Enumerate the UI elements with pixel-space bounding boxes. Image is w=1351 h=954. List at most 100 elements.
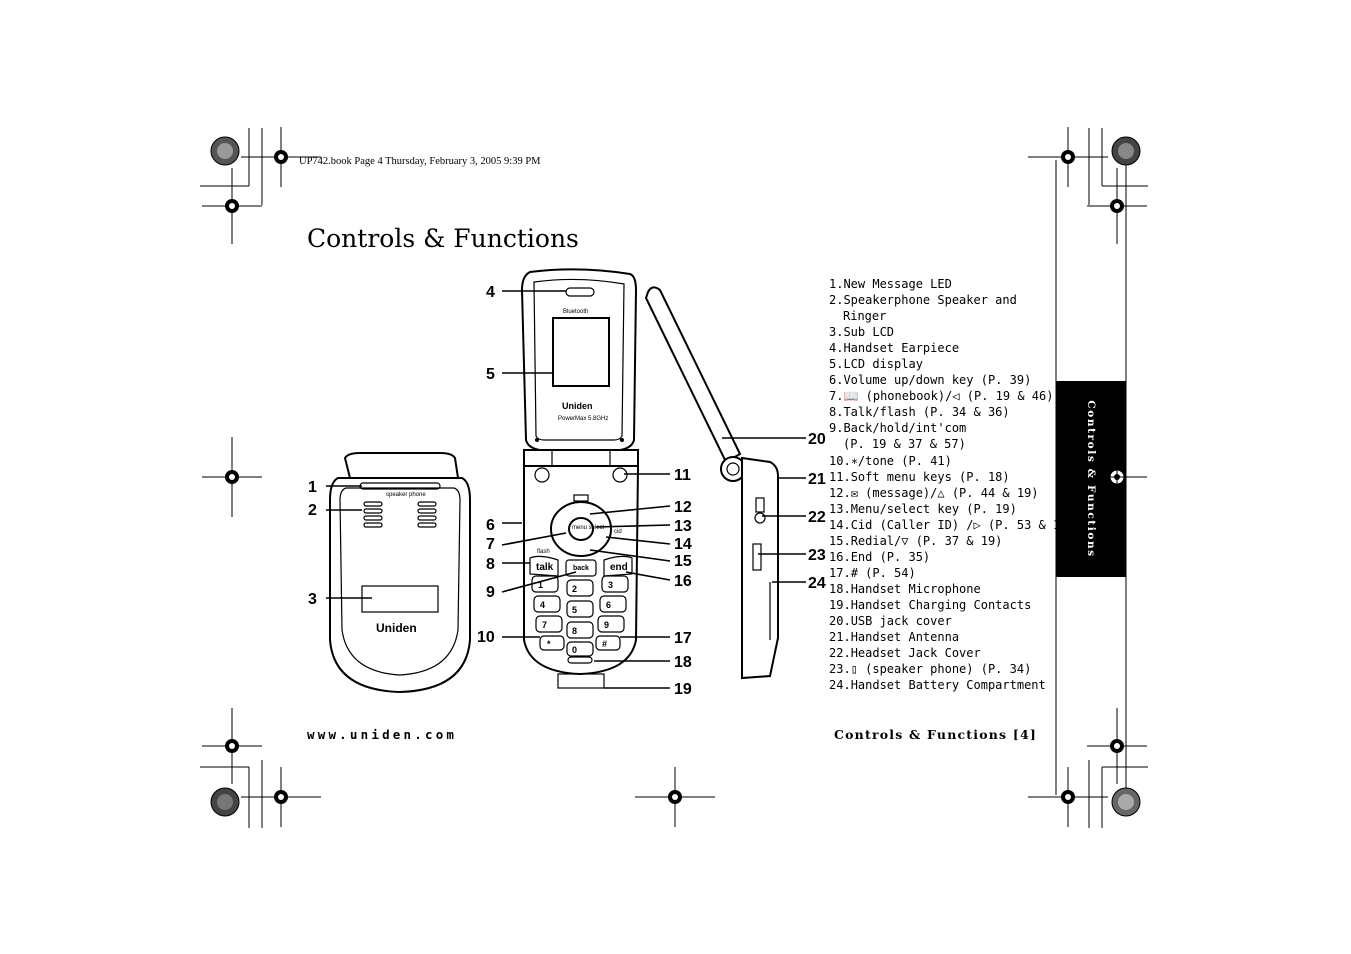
legend-item-text: Redial/▽ (P. 37 & 19) xyxy=(850,533,1003,548)
legend-item-number: 23. xyxy=(829,662,851,677)
phone-diagram: .o { fill:#fff; stroke:#000; stroke-widt… xyxy=(308,268,826,698)
legend-item-number: 21. xyxy=(829,630,851,645)
callout-1: 1 xyxy=(308,479,317,496)
legend-item-text: Back/hold/int'com xyxy=(843,421,967,436)
legend-item-number: 20. xyxy=(829,613,851,628)
legend-item: 21.Handset Antenna xyxy=(829,629,1059,645)
legend-item-number: 1. xyxy=(829,277,844,291)
legend-item-number: 7. xyxy=(829,389,844,404)
legend-item: 5.LCD display xyxy=(829,356,1059,372)
powermax-label: PowerMax 5.8GHz xyxy=(558,416,608,422)
legend-item: 1.New Message LED xyxy=(829,276,1059,292)
key-2: 2 xyxy=(572,584,577,594)
key-3: 3 xyxy=(608,580,613,590)
key-8: 8 xyxy=(572,626,577,636)
callout-4: 4 xyxy=(486,284,495,301)
legend-item: 14.Cid (Caller ID) /▷ (P. 53 & 19) xyxy=(829,517,1075,533)
callout-numbers: 1 2 3 4 5 6 7 8 9 10 11 12 13 14 15 16 1… xyxy=(308,284,826,698)
legend-item-number: 17. xyxy=(829,565,851,580)
legend-item: 11.Soft menu keys (P. 18) xyxy=(829,469,1059,485)
key-hash: # xyxy=(602,639,607,649)
legend-item-number: 16. xyxy=(829,549,851,564)
legend-item: 13.Menu/select key (P. 19) xyxy=(829,501,1059,517)
callout-6: 6 xyxy=(486,517,495,534)
legend-item-number: 15. xyxy=(829,533,851,548)
legend-item-text: 📖 (phonebook)/◁ (P. 19 & 46) xyxy=(843,389,1054,404)
legend-item-text: Cid (Caller ID) /▷ (P. 53 & 19) xyxy=(850,517,1075,532)
legend-item-number: 9. xyxy=(829,421,844,436)
legend-item-number: 11. xyxy=(829,469,851,484)
side-view-phone-illustration xyxy=(644,286,779,680)
legend-item-number: 24. xyxy=(829,678,851,693)
legend-item-number: 22. xyxy=(829,646,851,661)
legend-item: 17.# (P. 54) xyxy=(829,565,1059,581)
legend-item: 4.Handset Earpiece xyxy=(829,340,1059,356)
callout-12: 12 xyxy=(674,499,692,516)
back-key: back xyxy=(573,565,589,572)
print-header-note: UP742.book Page 4 Thursday, February 3, … xyxy=(299,156,541,167)
legend-item: 18.Handset Microphone xyxy=(829,581,1059,597)
legend-item: 22.Headset Jack Cover xyxy=(829,645,1059,661)
callout-19: 19 xyxy=(674,681,692,698)
legend-item-text: Sub LCD xyxy=(843,325,895,340)
page-title: Controls & Functions xyxy=(307,224,579,253)
legend-item-continuation: (P. 19 & 37 & 57) xyxy=(843,437,966,452)
legend-item: 24.Handset Battery Compartment xyxy=(829,677,1059,693)
legend-item-text: Handset Charging Contacts xyxy=(850,597,1032,612)
callout-9: 9 xyxy=(486,584,495,601)
legend-item: 23.▯ (speaker phone) (P. 34) xyxy=(829,661,1059,677)
legend-item-number: 5. xyxy=(829,357,844,372)
footer-page-label: Controls & Functions [4] xyxy=(834,727,1037,742)
legend-item-text: Handset Battery Compartment xyxy=(850,678,1046,693)
open-phone-illustration: Bluetooth Uniden PowerMax 5.8GHz menu se… xyxy=(520,268,640,689)
flash-label: flash xyxy=(537,549,550,555)
legend-item-text: New Message LED xyxy=(843,277,952,291)
bluetooth-label: Bluetooth xyxy=(563,309,588,315)
side-tab-crosshair xyxy=(1105,465,1129,489)
legend-item-number: 19. xyxy=(829,597,851,612)
callout-11: 11 xyxy=(674,467,691,484)
talk-key: talk xyxy=(536,562,554,573)
legend-item-text: Handset Microphone xyxy=(850,581,981,596)
legend-item: 15.Redial/▽ (P. 37 & 19) xyxy=(829,533,1059,549)
legend-item: 12.✉ (message)/△ (P. 44 & 19) xyxy=(829,485,1059,501)
legend-item: 20.USB jack cover xyxy=(829,613,1059,629)
open-brand-logo: Uniden xyxy=(562,401,593,411)
legend-item: 3.Sub LCD xyxy=(829,324,1059,340)
legend-item: 8.Talk/flash (P. 34 & 36) xyxy=(829,404,1059,420)
callout-14: 14 xyxy=(674,536,692,553)
closed-phone-illustration: speaker phone Uniden xyxy=(329,452,471,694)
legend-item-text: ✉ (message)/△ (P. 44 & 19) xyxy=(850,485,1039,500)
closed-brand-logo: Uniden xyxy=(376,621,417,635)
callout-17: 17 xyxy=(674,630,692,647)
crosshair-targets xyxy=(202,127,1147,827)
starburst-targets xyxy=(210,136,1141,817)
key-9: 9 xyxy=(604,620,609,630)
callout-21: 21 xyxy=(808,471,826,488)
legend-item-number: 3. xyxy=(829,325,844,340)
legend-item-text: Handset Antenna xyxy=(850,630,960,645)
callout-2: 2 xyxy=(308,502,317,519)
callout-24: 24 xyxy=(808,575,826,592)
legend-item: 19.Handset Charging Contacts xyxy=(829,597,1059,613)
legend-item-number: 6. xyxy=(829,373,844,388)
menu-select-key: menu select xyxy=(572,525,605,531)
legend-item-number: 12. xyxy=(829,485,851,500)
legend-item: 2.Speakerphone Speaker and xyxy=(829,292,1059,308)
key-star: * xyxy=(547,639,551,649)
key-6: 6 xyxy=(606,600,611,610)
key-7: 7 xyxy=(542,620,547,630)
legend-item-text: USB jack cover xyxy=(850,613,952,628)
callout-10: 10 xyxy=(477,629,495,646)
legend-item-text: ▯ (speaker phone) (P. 34) xyxy=(850,662,1032,677)
callout-5: 5 xyxy=(486,366,495,383)
legend-item-text: Speakerphone Speaker and xyxy=(843,293,1017,308)
legend-item-text: Menu/select key (P. 19) xyxy=(850,501,1017,516)
legend-item-number: 13. xyxy=(829,501,851,516)
legend-item: 9.Back/hold/int'com xyxy=(829,420,1059,436)
legend-item: 16.End (P. 35) xyxy=(829,549,1059,565)
legend-item-text: Talk/flash (P. 34 & 36) xyxy=(843,405,1010,420)
legend-item-number: 10. xyxy=(829,453,851,468)
key-5: 5 xyxy=(572,605,577,615)
